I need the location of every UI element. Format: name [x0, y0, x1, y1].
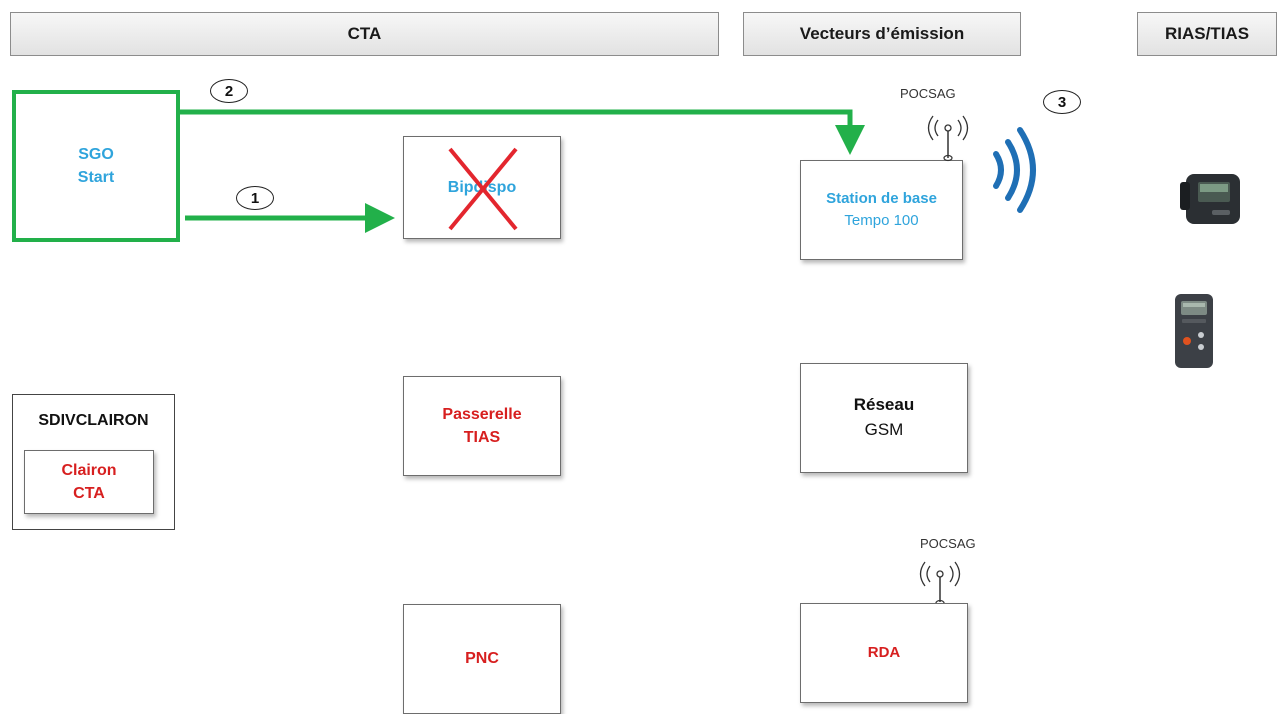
reseau-gsm-box: Réseau GSM: [800, 363, 968, 473]
cross-icon: [448, 147, 518, 231]
pnc-box: PNC: [403, 604, 561, 714]
step-2-badge: 2: [210, 79, 248, 103]
arrow-sgo-to-station: [180, 109, 865, 155]
step-1-badge: 1: [236, 186, 274, 210]
station-label: Station de base: [826, 190, 937, 208]
header-vecteurs: Vecteurs d’émission: [743, 12, 1021, 56]
tias-label: TIAS: [463, 429, 501, 446]
header-cta: CTA: [10, 12, 719, 56]
rda-label: RDA: [867, 644, 901, 662]
antenna-icon: [919, 561, 961, 607]
antenna-icon: [927, 115, 969, 162]
passerelle-tias-box: Passerelle TIAS: [403, 376, 561, 476]
step-3-badge: 3: [1043, 90, 1081, 114]
sgo-start-label: Start: [77, 169, 115, 186]
gsm-label: GSM: [864, 420, 904, 439]
tempo-label: Tempo 100: [844, 212, 919, 229]
pager-device-icon: [1175, 294, 1213, 368]
rda-box: RDA: [800, 603, 968, 703]
header-rias-tias: RIAS/TIAS: [1137, 12, 1277, 56]
clairon-label: Clairon: [61, 461, 117, 479]
clairon-cta-label: CTA: [73, 485, 105, 502]
sgo-label: SGO: [78, 145, 114, 163]
reseau-label: Réseau: [853, 395, 915, 415]
bipdispo-box: Bipdispo: [403, 136, 561, 239]
clairon-cta-box: Clairon CTA: [24, 450, 154, 514]
header-rias-label: RIAS/TIAS: [1164, 24, 1250, 43]
pocsag-bottom-label: POCSAG: [920, 536, 976, 551]
pager-device-icon: [1180, 174, 1240, 224]
pocsag-top-label: POCSAG: [900, 86, 956, 101]
header-vecteurs-label: Vecteurs d’émission: [799, 24, 965, 43]
sdivclairon-title: SDIVCLAIRON: [38, 412, 149, 429]
pnc-label: PNC: [465, 650, 499, 668]
passerelle-label: Passerelle: [442, 405, 522, 423]
radio-waves-icon: [993, 127, 1036, 213]
header-cta-label: CTA: [347, 24, 382, 43]
sgo-start-box: SGO Start: [12, 90, 180, 242]
station-de-base-box: Station de base Tempo 100: [800, 160, 963, 260]
